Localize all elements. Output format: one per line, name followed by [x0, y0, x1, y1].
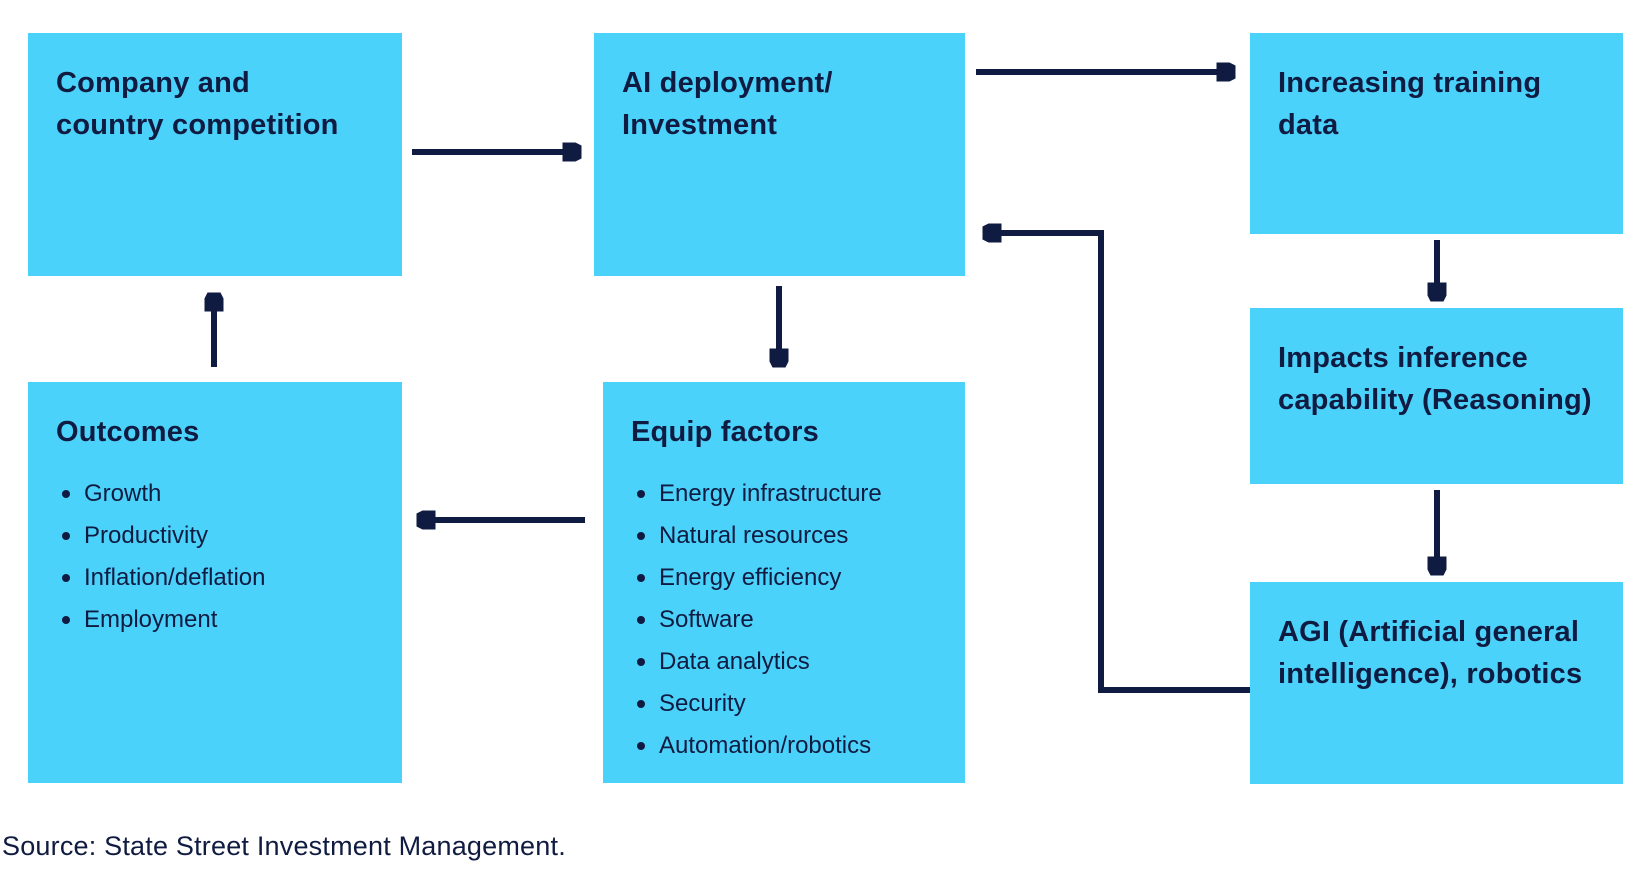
list-item: Automation/robotics	[637, 733, 937, 759]
list-item: Productivity	[62, 523, 374, 549]
node-outcomes: Outcomes Growth Productivity Inflation/d…	[28, 382, 402, 783]
equip-factors-list: Energy infrastructure Natural resources …	[631, 481, 937, 759]
node-title-line: Impacts inference	[1278, 342, 1528, 374]
node-title-line: Increasing training data	[1278, 67, 1542, 141]
node-title-line: country competition	[56, 109, 339, 141]
node-equip-factors: Equip factors Energy infrastructure Natu…	[603, 382, 965, 783]
node-title-line: Company and	[56, 67, 250, 99]
list-item: Software	[637, 607, 937, 633]
node-increasing-training-data: Increasing training data	[1250, 33, 1623, 234]
node-title-line: AI deployment/	[622, 67, 833, 99]
list-item: Security	[637, 691, 937, 717]
node-title: Outcomes	[56, 416, 200, 448]
node-title-line: AGI (Artificial general	[1278, 616, 1580, 648]
list-item: Natural resources	[637, 523, 937, 549]
node-title-line: intelligence), robotics	[1278, 658, 1583, 690]
source-attribution: Source: State Street Investment Manageme…	[2, 831, 566, 861]
list-item: Growth	[62, 481, 374, 507]
list-item: Inflation/deflation	[62, 565, 374, 591]
node-title-line: Investment	[622, 109, 778, 141]
node-title: Equip factors	[631, 416, 819, 448]
node-title-line: capability (Reasoning)	[1278, 384, 1592, 416]
list-item: Energy infrastructure	[637, 481, 937, 507]
node-agi-robotics: AGI (Artificial general intelligence), r…	[1250, 582, 1623, 784]
list-item: Energy efficiency	[637, 565, 937, 591]
node-company-country-competition: Company and country competition	[28, 33, 402, 276]
list-item: Employment	[62, 607, 374, 633]
arrow-agi-to-ai-deployment-feedback	[992, 233, 1250, 693]
node-impacts-inference-capability: Impacts inference capability (Reasoning)	[1250, 308, 1623, 484]
outcomes-list: Growth Productivity Inflation/deflation …	[56, 481, 374, 633]
node-ai-deployment-investment: AI deployment/ Investment	[594, 33, 965, 276]
list-item: Data analytics	[637, 649, 937, 675]
